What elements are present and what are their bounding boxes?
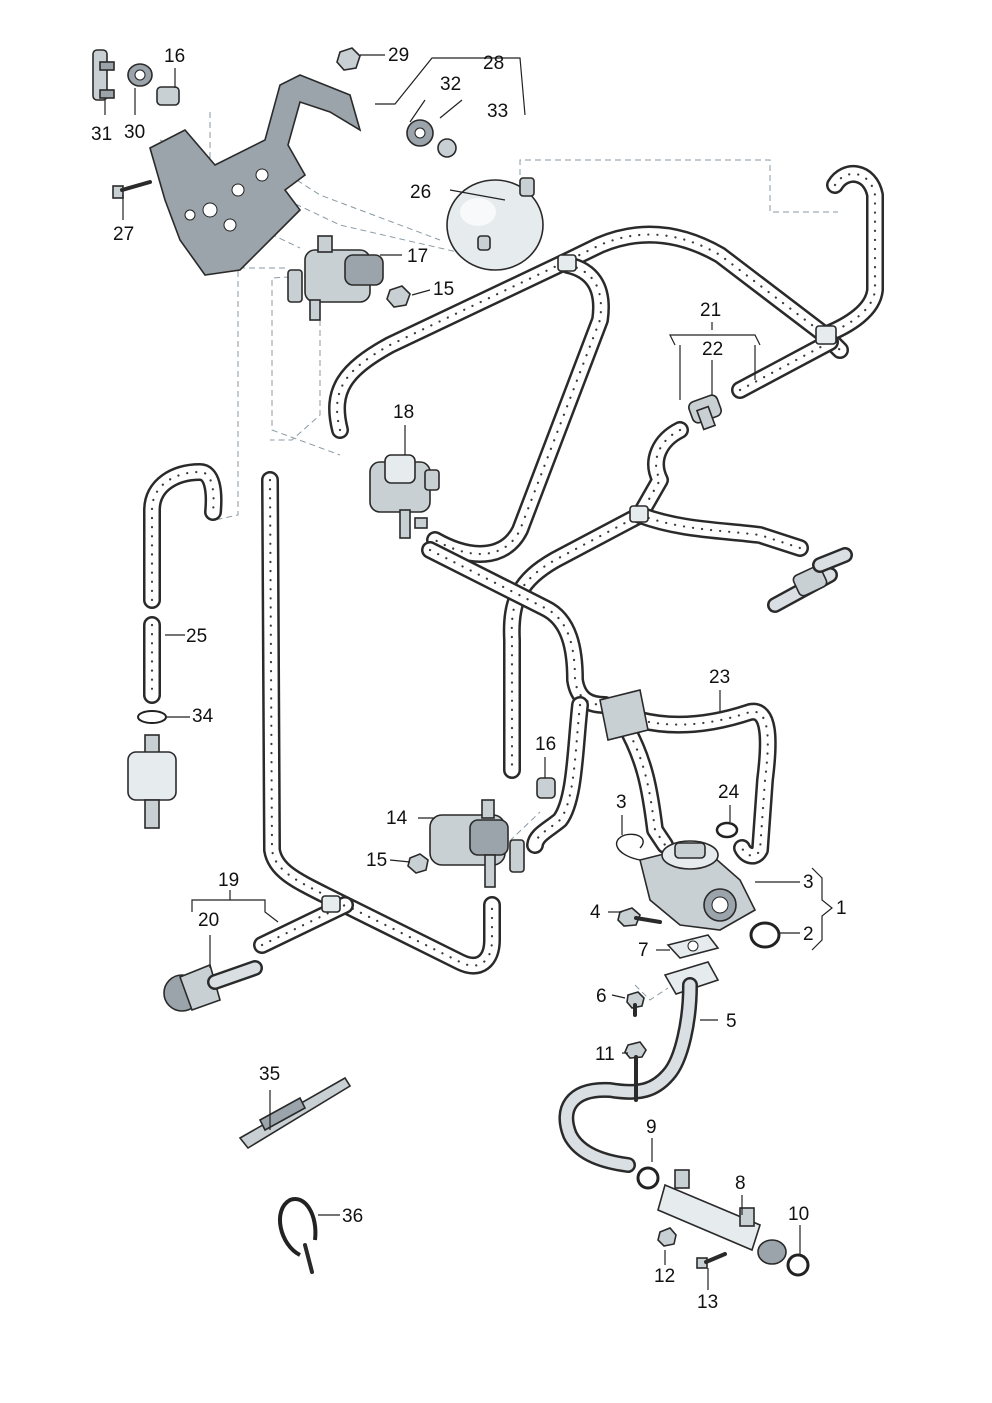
clamp-34 — [137, 710, 167, 724]
screw-27 — [112, 180, 152, 199]
vacuum-reservoir-26 — [446, 177, 544, 271]
nut-12 — [657, 1227, 677, 1247]
callout-labels: 16 29 28 32 33 31 30 26 27 17 15 21 22 1… — [91, 45, 847, 1313]
callout-20: 20 — [198, 910, 219, 931]
clamp-24 — [715, 821, 739, 839]
solenoid-valve-17 — [287, 235, 384, 321]
muffler-23 — [599, 689, 649, 741]
spacer-16-top — [156, 86, 180, 106]
washer-33 — [437, 138, 457, 158]
callout-9: 9 — [646, 1117, 657, 1138]
bolt-4 — [617, 907, 662, 927]
callout-36: 36 — [342, 1206, 363, 1227]
leader-lines — [104, 54, 833, 1290]
callout-4: 4 — [590, 902, 601, 923]
o-ring-2 — [749, 921, 781, 949]
cooler-8 — [657, 1169, 787, 1265]
hose-middle-branch — [502, 421, 689, 779]
callout-1: 1 — [836, 898, 847, 919]
hose-long-left — [261, 471, 501, 975]
callout-19: 19 — [218, 870, 239, 891]
callout-6: 6 — [596, 986, 607, 1007]
callout-18: 18 — [393, 402, 414, 423]
hose-down-to-18 — [426, 256, 610, 563]
solenoid-valve-18 — [369, 454, 440, 539]
callout-28: 28 — [483, 53, 504, 74]
callout-16-top: 16 — [164, 46, 185, 67]
callout-14: 14 — [386, 808, 408, 829]
filter-20 — [163, 960, 263, 1012]
wire-3 — [615, 833, 644, 861]
callout-34: 34 — [192, 706, 214, 727]
bracket — [149, 74, 362, 276]
callout-13: 13 — [697, 1292, 718, 1313]
cable-tie-holder-35 — [238, 1076, 352, 1150]
spacer-16-mid — [536, 777, 556, 799]
callout-17: 17 — [407, 246, 428, 267]
callout-2: 2 — [803, 924, 814, 945]
callout-31: 31 — [91, 124, 112, 145]
callout-7: 7 — [638, 940, 649, 961]
gasket-7 — [666, 934, 720, 959]
hose-right-riser — [816, 164, 884, 344]
callout-15-mid: 15 — [366, 850, 387, 871]
egr-pipe-5 — [558, 961, 720, 1173]
callout-29: 29 — [388, 45, 409, 66]
hose-25 — [143, 463, 223, 704]
hose-right-branch — [631, 506, 809, 557]
solenoid-valve-14 — [429, 799, 525, 888]
hose-to-23 — [421, 541, 614, 714]
vacuum-filter — [127, 734, 177, 829]
pipe-connector-right — [767, 547, 853, 613]
callout-10: 10 — [788, 1204, 809, 1225]
nut-29 — [336, 47, 361, 71]
bolt-6 — [626, 991, 645, 1017]
cable-tie-36 — [278, 1196, 318, 1274]
nut-15-top — [386, 285, 411, 308]
hose-23 — [526, 696, 777, 865]
callout-33: 33 — [487, 101, 508, 122]
callout-26: 26 — [410, 182, 431, 203]
callout-22: 22 — [702, 339, 723, 360]
callout-3-wire: 3 — [616, 792, 627, 813]
callout-30: 30 — [124, 122, 145, 143]
callout-8: 8 — [735, 1173, 746, 1194]
bolt-13 — [696, 1252, 727, 1269]
callout-35: 35 — [259, 1064, 280, 1085]
callout-15-top: 15 — [433, 279, 454, 300]
callout-32: 32 — [440, 74, 461, 95]
clamp-9 — [636, 1166, 660, 1190]
egr-valve-1 — [639, 840, 757, 931]
grommet-32 — [406, 119, 434, 147]
bracket-31 — [92, 49, 115, 101]
vacuum-hoses — [143, 164, 884, 975]
callout-27: 27 — [113, 224, 134, 245]
nut-15-mid — [407, 853, 429, 874]
bolt-11 — [624, 1041, 647, 1102]
callout-12: 12 — [654, 1266, 675, 1287]
clamp-10 — [786, 1253, 810, 1277]
callout-16-mid: 16 — [535, 734, 556, 755]
hose-upper-loop — [328, 225, 849, 439]
check-valve-22 — [688, 394, 722, 431]
callout-24: 24 — [718, 782, 740, 803]
grommet-30 — [127, 63, 153, 87]
callout-5: 5 — [726, 1011, 737, 1032]
callout-25: 25 — [186, 626, 207, 647]
callout-23: 23 — [709, 667, 730, 688]
callout-21: 21 — [700, 300, 721, 321]
t-connectors — [321, 254, 837, 913]
callout-3: 3 — [803, 872, 814, 893]
hose-22-segment — [731, 333, 839, 399]
callout-11: 11 — [595, 1044, 615, 1065]
